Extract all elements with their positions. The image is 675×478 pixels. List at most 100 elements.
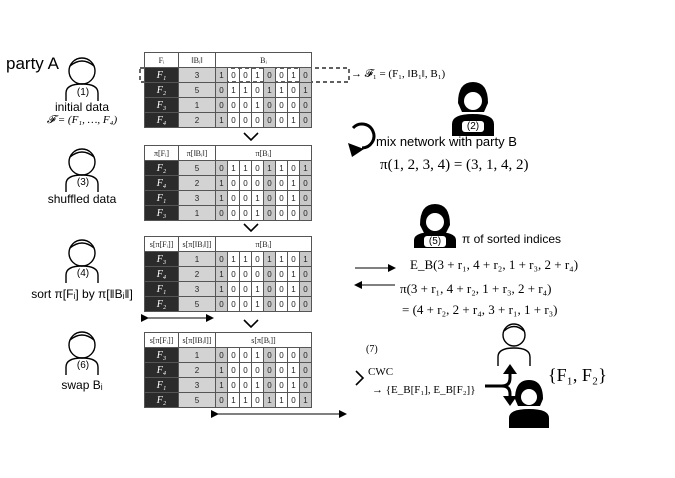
bit-cell: 0 (299, 296, 312, 312)
bit-cell: 0 (215, 296, 228, 312)
bit-cell: 1 (227, 82, 240, 98)
block-count-cell: 1 (178, 251, 216, 267)
person-icon-final-b (509, 380, 549, 428)
person-icon-p1 (65, 57, 99, 101)
file-id-cell: F₃ (144, 205, 179, 221)
bit-cell: 1 (239, 82, 252, 98)
bit-cell: 1 (251, 377, 264, 393)
bit-cell: 0 (275, 67, 288, 83)
bit-cell: 0 (239, 347, 252, 363)
bit-cell: 0 (227, 296, 240, 312)
bit-cell: 0 (263, 175, 276, 191)
file-id-cell: F₃ (144, 251, 179, 267)
party-a-title: party A (6, 54, 59, 73)
bit-cell: 1 (251, 347, 264, 363)
person-icon-final-a (497, 323, 531, 366)
bit-cell: 0 (227, 97, 240, 113)
bit-cell: 0 (299, 112, 312, 128)
bit-cell: 0 (263, 97, 276, 113)
mix-network-label: mix network with party B (376, 134, 517, 149)
bit-cell: 0 (227, 205, 240, 221)
bit-cell: 1 (287, 377, 300, 393)
bit-cell: 1 (251, 205, 264, 221)
bit-cell: 0 (299, 190, 312, 206)
bit-cell: 0 (299, 347, 312, 363)
bit-cell: 1 (251, 281, 264, 297)
column-header: π[Bᵢ] (215, 145, 312, 161)
bit-cell: 0 (287, 82, 300, 98)
bit-cell: 0 (275, 281, 288, 297)
column-header: Fᵢ (144, 52, 179, 68)
bit-cell: 0 (239, 281, 252, 297)
bit-cell: 0 (275, 347, 288, 363)
p6-label: swap Bᵢ (61, 378, 103, 392)
bit-cell: 0 (215, 205, 228, 221)
bit-cell: 0 (227, 266, 240, 282)
bit-cell: 0 (263, 296, 276, 312)
file-id-cell: F₂ (144, 296, 179, 312)
bit-cell: 0 (287, 296, 300, 312)
bit-cell: 1 (275, 160, 288, 176)
bit-cell: 0 (299, 362, 312, 378)
bit-cell: 0 (263, 281, 276, 297)
person-icon-p3 (65, 148, 99, 192)
bit-cell: 0 (299, 67, 312, 83)
block-count-cell: 5 (178, 160, 216, 176)
block-count-cell: 3 (178, 190, 216, 206)
table-header-row: s[π[Fᵢ]]s[π[‖Bᵢ‖]]s[π[Bᵢ]] (144, 332, 312, 348)
bit-cell: 0 (299, 266, 312, 282)
bit-cell: 1 (251, 97, 264, 113)
bit-cell: 1 (287, 112, 300, 128)
p7-result: → {E_B[F₁], E_B[F₂]} (372, 384, 476, 396)
p2-number: (2) (462, 121, 484, 132)
bit-cell: 0 (215, 251, 228, 267)
bit-cell: 0 (263, 205, 276, 221)
bit-cell: 0 (215, 160, 228, 176)
chevron-down-icon (243, 223, 259, 233)
file-id-cell: F₂ (144, 392, 179, 408)
bit-cell: 0 (299, 97, 312, 113)
final-set: {F₁, F₂} (548, 365, 607, 385)
file-id-cell: F₄ (144, 112, 179, 128)
bit-cell: 0 (251, 266, 264, 282)
bit-cell: 0 (275, 296, 288, 312)
bit-cell: 0 (263, 347, 276, 363)
bit-cell: 0 (239, 266, 252, 282)
final-down-arrow (485, 384, 512, 398)
bit-cell: 1 (287, 266, 300, 282)
bit-cell: 1 (215, 377, 228, 393)
bit-cell: 1 (227, 251, 240, 267)
file-id-cell: F₃ (144, 347, 179, 363)
bit-cell: 0 (275, 112, 288, 128)
bit-cell: 1 (215, 266, 228, 282)
bit-cell: 0 (251, 160, 264, 176)
bit-cell: 1 (215, 112, 228, 128)
bit-cell: 1 (299, 160, 312, 176)
bit-cell: 0 (275, 362, 288, 378)
bit-cell: 0 (287, 97, 300, 113)
bit-cell: 0 (227, 362, 240, 378)
bit-cell: 1 (299, 82, 312, 98)
bit-cell: 0 (227, 347, 240, 363)
mix-cycle-icon (351, 122, 376, 150)
p1-sublabel: 𝓕 = (F₁, …, F₄) (46, 114, 118, 126)
p5-number: (5) (424, 236, 446, 247)
chevron-down-icon (243, 132, 259, 142)
bit-cell: 0 (287, 205, 300, 221)
file-id-cell: F₄ (144, 175, 179, 191)
block-count-cell: 3 (178, 67, 216, 83)
bit-cell: 0 (287, 392, 300, 408)
bit-cell: 1 (263, 82, 276, 98)
bit-cell: 0 (215, 347, 228, 363)
bit-cell: 1 (275, 82, 288, 98)
bit-cell: 0 (215, 392, 228, 408)
